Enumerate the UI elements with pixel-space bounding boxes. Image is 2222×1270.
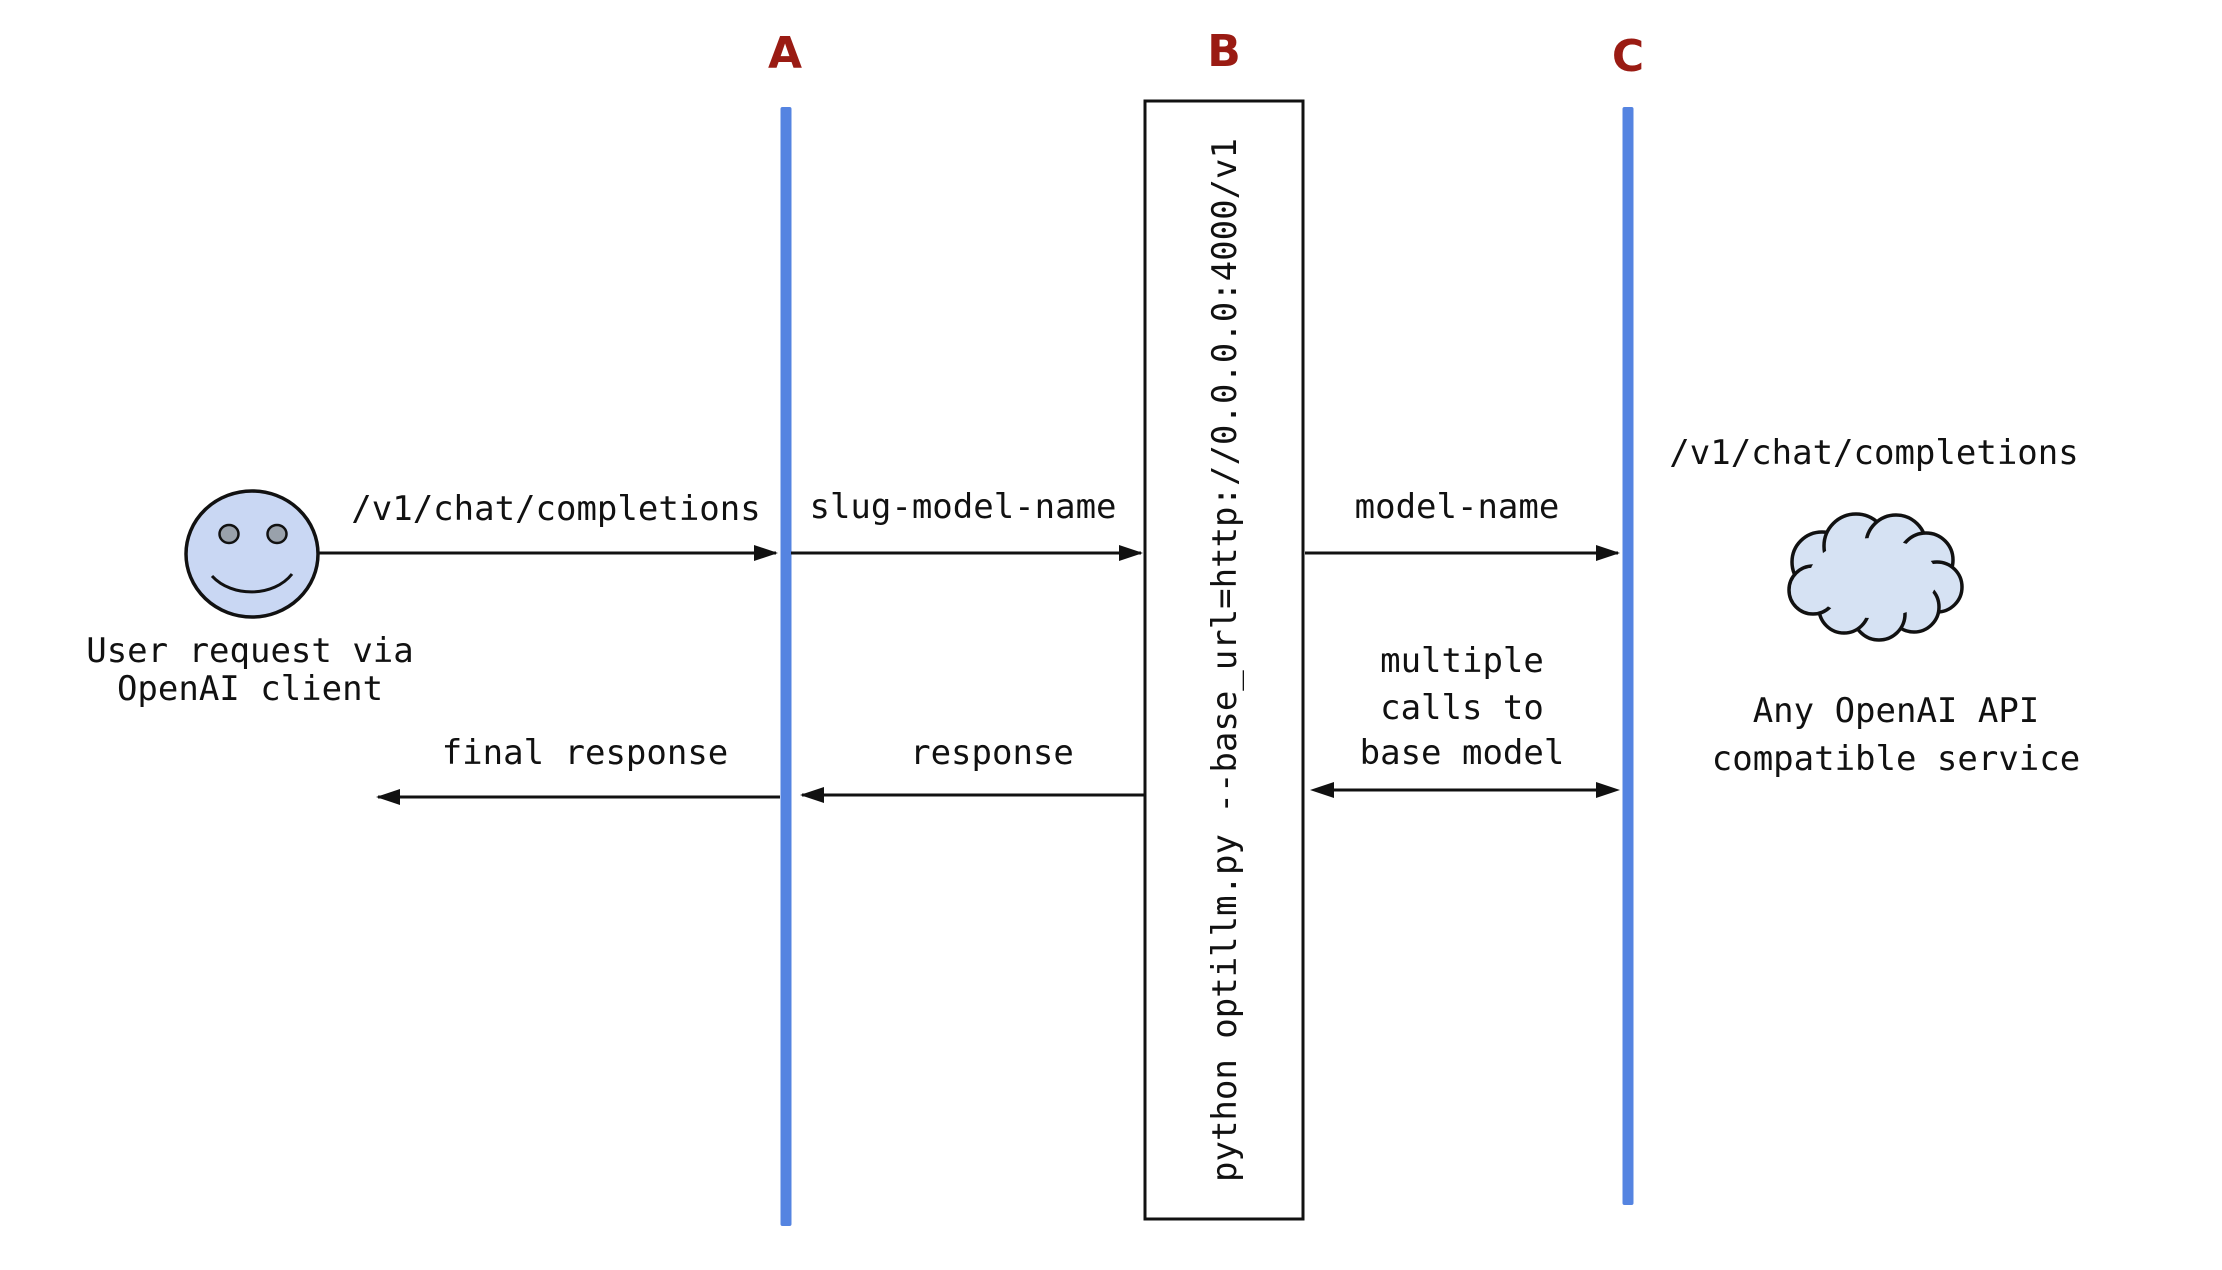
lifeline-a-bar	[780, 107, 792, 1226]
proxy-command-text: python optillm.py --base_url=http://0.0.…	[1205, 138, 1245, 1182]
lifeline-b-label: B	[1207, 26, 1241, 77]
service-caption-line1: Any OpenAI API	[1753, 691, 2040, 731]
cloud-icon	[1787, 512, 1964, 642]
user-caption-line2: OpenAI client	[117, 669, 383, 709]
smiley-mouth	[210, 573, 294, 594]
user-smiley-icon	[184, 489, 320, 619]
request-label: /v1/chat/completions	[351, 489, 760, 529]
smiley-left-eye	[218, 523, 240, 545]
lifeline-c-label: C	[1612, 31, 1644, 82]
smiley-face	[184, 489, 320, 619]
response-label: response	[910, 733, 1074, 773]
service-endpoint-label: /v1/chat/completions	[1669, 433, 2078, 473]
smiley-right-eye	[266, 523, 288, 545]
user-caption-line1: User request via	[86, 631, 414, 671]
final-response-label: final response	[442, 733, 729, 773]
service-caption-line2: compatible service	[1712, 739, 2080, 779]
slug-model-name-label: slug-model-name	[809, 487, 1116, 527]
multiple-calls-line3: base model	[1360, 733, 1565, 773]
multiple-calls-line1: multiple	[1380, 641, 1544, 681]
multiple-calls-double-arrow	[1310, 782, 1620, 798]
multiple-calls-line2: calls to	[1380, 688, 1544, 728]
lifeline-a-label: A	[768, 28, 802, 79]
model-name-label: model-name	[1355, 487, 1560, 527]
lifeline-c-bar	[1622, 107, 1634, 1205]
proxy-box	[1143, 99, 1305, 1221]
